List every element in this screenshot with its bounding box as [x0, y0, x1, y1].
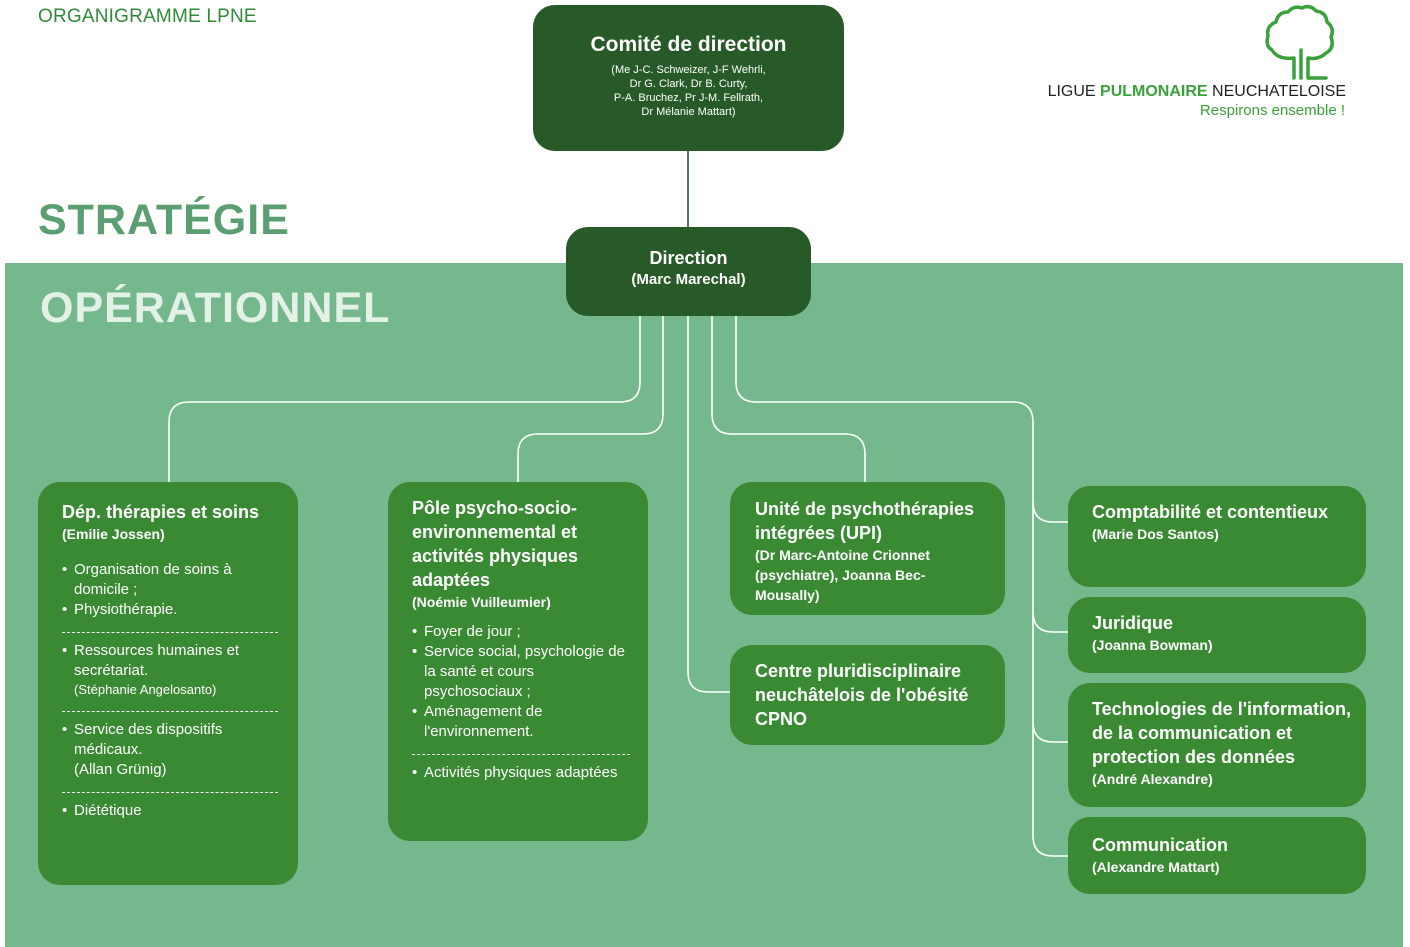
comite-de-direction-box: Comité de direction (Me J-C. Schweizer, …	[533, 5, 844, 151]
communication-box: Communication (Alexandre Mattart)	[1068, 817, 1366, 894]
connector-to-compta	[1032, 501, 1069, 523]
tree-icon	[1265, 4, 1335, 80]
dashed-divider	[62, 792, 278, 793]
comm-person: (Alexandre Mattart)	[1092, 859, 1220, 875]
dep-group-2: Ressources humaines et secrétariat.(Stép…	[62, 641, 278, 699]
direction-box: Direction (Marc Marechal)	[566, 227, 811, 316]
list-item: Foyer de jour ;	[412, 622, 630, 642]
juridique-box: Juridique (Joanna Bowman)	[1068, 597, 1366, 673]
logo-brand-bold: PULMONAIRE	[1100, 83, 1208, 100]
list-item: Aménagement de l'environnement.	[412, 702, 630, 742]
list-item: Ressources humaines et secrétariat.(Stép…	[62, 641, 278, 699]
connector-to-tech	[1032, 721, 1069, 743]
list-item: Service social, psychologie de la santé …	[412, 642, 630, 702]
tech-person: (André Alexandre)	[1092, 771, 1213, 787]
dep-title: Dép. thérapies et soins	[62, 502, 260, 522]
lpne-logo: LIGUE PULMONAIRE NEUCHATELOISE Respirons…	[1000, 4, 1350, 124]
comptabilite-box: Comptabilité et contentieux (Marie Dos S…	[1068, 486, 1366, 587]
upi-person: (Dr Marc-Antoine Crionnet (psychiatre), …	[755, 547, 930, 603]
pole-group-2: Activités physiques adaptées	[412, 763, 630, 783]
list-item: Service des dispositifs médicaux.(Allan …	[62, 720, 278, 780]
compta-person: (Marie Dos Santos)	[1092, 526, 1219, 542]
pole-person: (Noémie Vuilleumier)	[412, 594, 551, 610]
list-item-note: (Allan Grünig)	[74, 761, 167, 778]
list-item: Organisation de soins à domicile ;	[62, 560, 278, 600]
cpno-title: Centre pluridisciplinaire neuchâtelois d…	[755, 661, 969, 729]
connector-to-pole	[517, 315, 664, 483]
operationnel-heading: OPÉRATIONNEL	[40, 284, 391, 332]
comm-title: Communication	[1092, 835, 1229, 855]
document-title: ORGANIGRAMME LPNE	[38, 6, 257, 27]
cpno-box: Centre pluridisciplinaire neuchâtelois d…	[730, 645, 1005, 745]
strategie-heading: STRATÉGIE	[38, 196, 290, 244]
list-item: Physiothérapie.	[62, 600, 278, 620]
pole-title: Pôle psycho-socio-environnemental et act…	[412, 498, 579, 590]
technologies-box: Technologies de l'information, de la com…	[1068, 683, 1366, 807]
logo-brand-name: LIGUE PULMONAIRE NEUCHATELOISE	[1047, 83, 1346, 100]
dashed-divider	[62, 632, 278, 633]
connector-to-right-stack	[735, 315, 1069, 857]
comite-members: (Me J-C. Schweizer, J-F Wehrli, Dr G. Cl…	[611, 64, 766, 118]
pole-group-1: Foyer de jour ; Service social, psycholo…	[412, 622, 630, 742]
dep-group-3: Service des dispositifs médicaux.(Allan …	[62, 720, 278, 780]
tech-title: Technologies de l'information, de la com…	[1092, 699, 1351, 767]
list-item-note: (Stéphanie Angelosanto)	[74, 682, 217, 697]
dashed-divider	[62, 711, 278, 712]
list-item: Diététique	[62, 801, 278, 821]
dep-therapies-soins-box: Dép. thérapies et soins (Emilie Jossen) …	[38, 482, 298, 885]
connector-to-upi	[711, 315, 866, 483]
connector-to-dep	[168, 315, 641, 483]
pole-psycho-socio-box: Pôle psycho-socio-environnemental et act…	[388, 482, 648, 841]
upi-box: Unité de psychothérapies intégrées (UPI)…	[730, 482, 1005, 615]
dashed-divider	[412, 754, 630, 755]
connector-to-cpno	[687, 315, 731, 693]
dep-person: (Emilie Jossen)	[62, 526, 165, 542]
juri-title: Juridique	[1092, 613, 1174, 633]
list-item: Activités physiques adaptées	[412, 763, 630, 783]
logo-tagline: Respirons ensemble !	[1199, 102, 1345, 119]
compta-title: Comptabilité et contentieux	[1092, 502, 1329, 522]
juri-person: (Joanna Bowman)	[1092, 637, 1213, 653]
upi-title: Unité de psychothérapies intégrées (UPI)	[755, 499, 975, 543]
dep-group-4: Diététique	[62, 801, 278, 821]
direction-person: (Marc Marechal)	[631, 271, 746, 288]
direction-title: Direction	[649, 248, 728, 268]
dep-group-1: Organisation de soins à domicile ; Physi…	[62, 560, 278, 620]
connector-to-juri	[1032, 611, 1069, 633]
comite-title: Comité de direction	[590, 33, 787, 56]
